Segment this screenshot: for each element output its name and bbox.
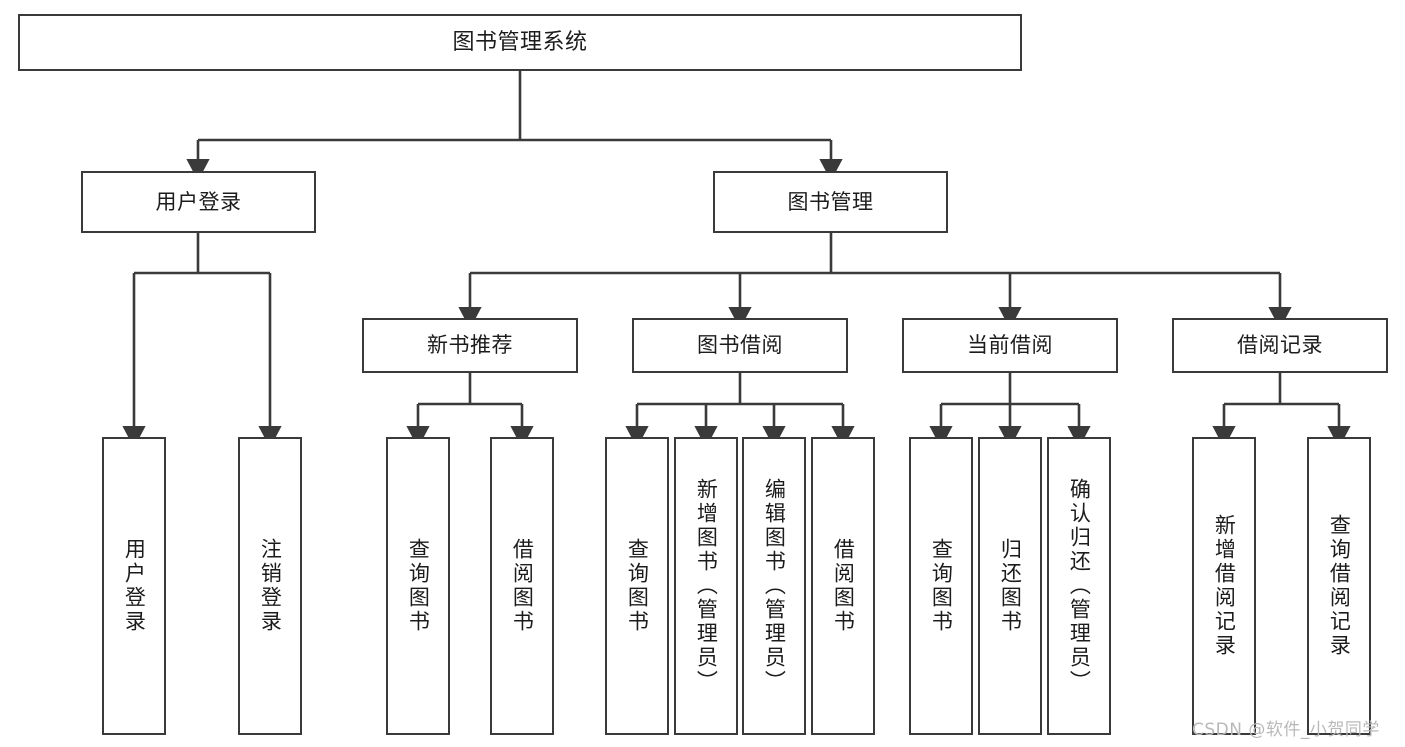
node-leaf-add-book[interactable]: 新增图书（管理员） [674,437,738,735]
node-leaf-confirm-return-label: 确认归还（管理员） [1067,478,1092,694]
node-current-borrow[interactable]: 当前借阅 [902,318,1118,373]
node-book-borrow[interactable]: 图书借阅 [632,318,848,373]
node-leaf-borrow-book-1-label: 借阅图书 [510,538,535,634]
node-leaf-query-record[interactable]: 查询借阅记录 [1307,437,1371,735]
node-leaf-user-login-label: 用户登录 [122,538,147,634]
node-root[interactable]: 图书管理系统 [18,14,1022,71]
csdn-watermark: CSDN @软件_小贺同学 [1192,720,1380,740]
node-book-borrow-label: 图书借阅 [697,333,783,358]
node-root-label: 图书管理系统 [452,29,588,55]
node-leaf-borrow-book-2-label: 借阅图书 [831,538,856,634]
node-leaf-edit-book-label: 编辑图书（管理员） [762,478,787,694]
node-leaf-user-login[interactable]: 用户登录 [102,437,166,735]
node-leaf-query-book-3[interactable]: 查询图书 [909,437,973,735]
node-user-login[interactable]: 用户登录 [81,171,316,233]
node-leaf-query-book-1-label: 查询图书 [406,538,431,634]
node-book-manage[interactable]: 图书管理 [713,171,948,233]
node-leaf-logout-label: 注销登录 [258,538,283,634]
node-user-login-label: 用户登录 [155,189,242,214]
node-leaf-return-book[interactable]: 归还图书 [978,437,1042,735]
node-current-borrow-label: 当前借阅 [967,333,1053,358]
node-leaf-borrow-book-1[interactable]: 借阅图书 [490,437,554,735]
node-leaf-query-book-2[interactable]: 查询图书 [605,437,669,735]
node-leaf-return-book-label: 归还图书 [998,538,1023,634]
node-leaf-query-record-label: 查询借阅记录 [1327,514,1352,658]
node-leaf-logout[interactable]: 注销登录 [238,437,302,735]
node-leaf-query-book-3-label: 查询图书 [929,538,954,634]
node-leaf-borrow-book-2[interactable]: 借阅图书 [811,437,875,735]
node-leaf-add-record[interactable]: 新增借阅记录 [1192,437,1256,735]
node-leaf-add-book-label: 新增图书（管理员） [694,478,719,694]
node-borrow-record[interactable]: 借阅记录 [1172,318,1388,373]
node-leaf-query-book-1[interactable]: 查询图书 [386,437,450,735]
node-book-manage-label: 图书管理 [787,189,874,214]
node-leaf-edit-book[interactable]: 编辑图书（管理员） [742,437,806,735]
node-leaf-add-record-label: 新增借阅记录 [1212,514,1237,658]
node-leaf-confirm-return[interactable]: 确认归还（管理员） [1047,437,1111,735]
node-leaf-query-book-2-label: 查询图书 [625,538,650,634]
node-borrow-record-label: 借阅记录 [1237,333,1323,358]
node-new-book-rec-label: 新书推荐 [427,333,513,358]
node-new-book-rec[interactable]: 新书推荐 [362,318,578,373]
